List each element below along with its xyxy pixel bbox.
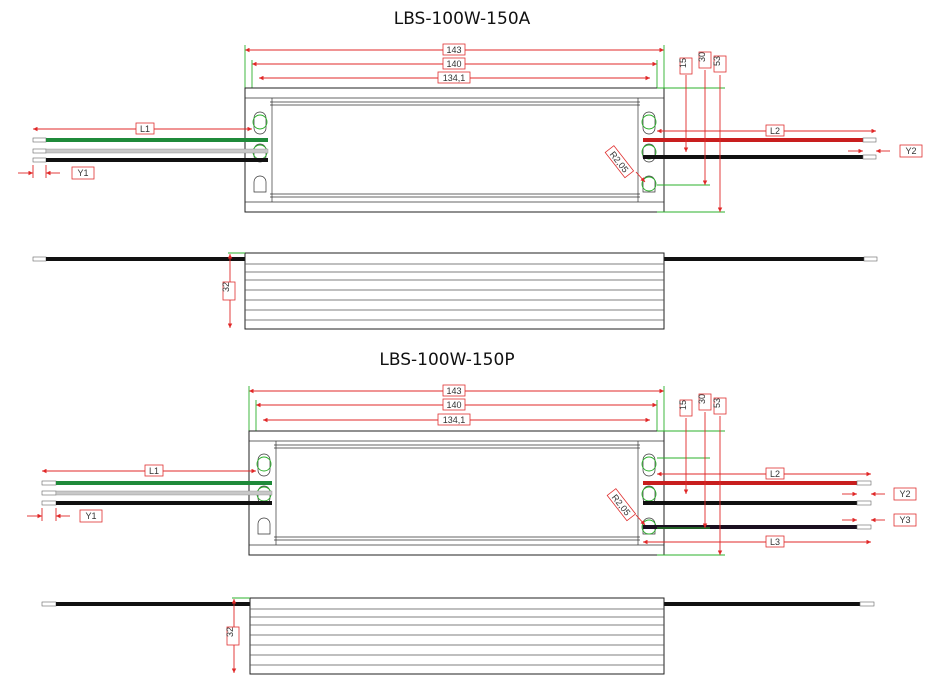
dim-a-140: 140 (446, 59, 461, 69)
dim-p-height: 32 (225, 627, 235, 637)
label-a-l1: L1 (140, 124, 150, 134)
label-p-y2: Y2 (899, 489, 910, 499)
model-p-side-view: 32 (41, 597, 875, 675)
dim-a-height: 32 (221, 282, 231, 292)
dim-p-30: 30 (697, 394, 707, 404)
dim-a-143: 143 (446, 45, 461, 55)
dim-a-15: 15 (678, 58, 688, 68)
model-p-top-view: LBS-100W-150P 143 140 134,1 (27, 350, 917, 556)
dim-a-134: 134,1 (443, 73, 466, 83)
label-p-l2: L2 (770, 469, 780, 479)
dim-p-15: 15 (678, 400, 688, 410)
label-p-l1: L1 (149, 466, 159, 476)
label-a-y2: Y2 (905, 146, 916, 156)
label-p-y3: Y3 (899, 515, 910, 525)
model-a-title: LBS-100W-150A (394, 9, 531, 29)
model-a-side-view: 32 (32, 252, 878, 330)
model-a-top-view: LBS-100W-150A 143 140 134,1 (18, 9, 923, 213)
label-a-y1: Y1 (77, 168, 88, 178)
label-p-y1: Y1 (85, 511, 96, 521)
label-p-l3: L3 (770, 537, 780, 547)
dim-a-53: 53 (712, 56, 722, 66)
dim-p-134: 134,1 (443, 415, 466, 425)
dim-a-30: 30 (697, 52, 707, 62)
model-p-title: LBS-100W-150P (379, 350, 514, 370)
dim-p-143: 143 (446, 386, 461, 396)
dim-p-53: 53 (712, 398, 722, 408)
label-a-l2: L2 (770, 126, 780, 136)
dim-p-140: 140 (446, 400, 461, 410)
